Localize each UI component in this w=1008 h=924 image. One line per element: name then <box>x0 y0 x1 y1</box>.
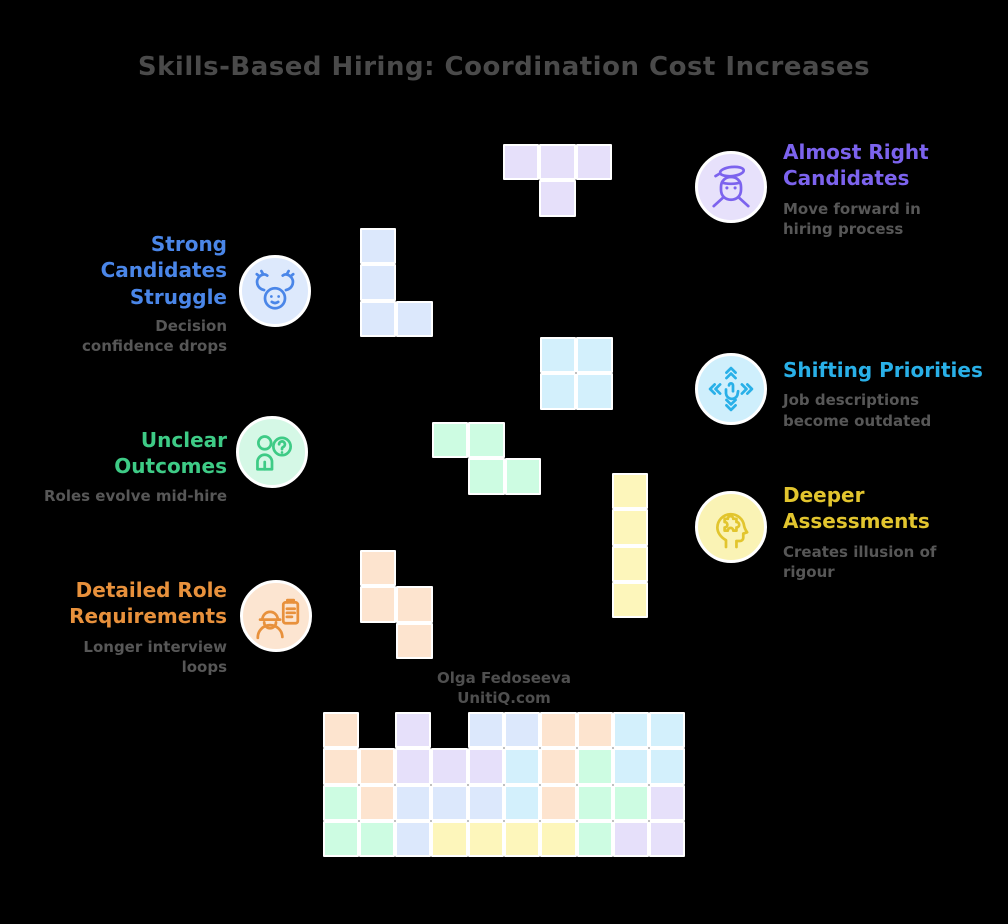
stack-cell <box>612 820 650 858</box>
stack-cell <box>504 820 541 858</box>
tetromino-cell <box>576 337 613 374</box>
person-question-icon <box>236 416 308 488</box>
tetromino-cell <box>540 373 577 410</box>
stack-cell <box>322 748 359 785</box>
stack-cell <box>395 784 432 821</box>
stack-cell <box>540 820 577 858</box>
stack-cell <box>322 820 359 858</box>
attribution: Olga Fedoseeva UnitiQ.com <box>0 668 1008 709</box>
stack-cell <box>504 748 541 785</box>
tetromino-cell <box>539 144 576 181</box>
stack-cell <box>649 784 686 821</box>
attribution-site: UnitiQ.com <box>457 689 551 708</box>
stack-cell <box>540 748 577 785</box>
tetromino-cell <box>360 264 397 301</box>
label-subtext: Job descriptions become outdated <box>783 391 932 430</box>
tetromino-cell <box>612 473 649 510</box>
stack-cell <box>649 820 686 858</box>
stack-cell <box>467 820 504 858</box>
label-heading: Deeper Assessments <box>783 483 930 534</box>
label-subtext: Move forward in hiring process <box>783 199 921 239</box>
stack-cell <box>576 820 613 858</box>
tetromino-cell <box>612 545 649 582</box>
label-subtext: Decision confidence drops <box>82 317 227 356</box>
stack-cell <box>612 712 650 749</box>
tetromino-cell <box>612 509 649 546</box>
label-heading: Unclear Outcomes <box>114 428 227 479</box>
tetromino-cell <box>396 622 433 659</box>
stack-cell <box>649 748 686 785</box>
stack-cell <box>395 712 432 749</box>
stack-cell <box>467 712 504 749</box>
tetromino-cell <box>503 144 540 181</box>
tetromino-cell <box>468 458 505 495</box>
tetromino-cell <box>396 300 433 337</box>
tetromino-cell <box>612 581 649 619</box>
tetromino-cell <box>360 550 397 587</box>
stack-cell <box>504 784 541 821</box>
label-heading: Shifting Priorities <box>783 358 983 382</box>
beret-face-icon <box>695 151 767 223</box>
stack-cell <box>322 784 359 821</box>
stack-cell <box>467 784 504 821</box>
label-heading: Strong Candidates Struggle <box>100 232 227 309</box>
hands-face-icon <box>239 255 311 327</box>
stack-cell <box>540 784 577 821</box>
tetromino-cell <box>468 422 505 459</box>
stack-cell <box>431 820 468 858</box>
builder-clipboard-icon <box>240 580 312 652</box>
tetromino-cell <box>360 228 397 265</box>
label-heading: Detailed Role Requirements <box>69 578 227 629</box>
stack-cell <box>431 784 468 821</box>
label-subtext: Roles evolve mid-hire <box>43 486 227 505</box>
stack-cell <box>612 748 650 785</box>
tetromino-cell <box>360 300 397 337</box>
stack-cell <box>358 784 396 821</box>
stack-cell <box>358 748 396 785</box>
tetromino-cell <box>396 586 433 623</box>
attribution-author: Olga Fedoseeva <box>436 669 571 687</box>
stack-cell <box>612 784 650 821</box>
label-subtext: Creates illusion of rigour <box>783 542 937 582</box>
tetromino-cell <box>432 422 469 459</box>
stack-cell <box>504 712 541 749</box>
tetromino-cell <box>504 458 541 495</box>
tetromino-cell <box>539 180 576 217</box>
page-title: Skills-Based Hiring: Coordination Cost I… <box>137 52 871 82</box>
stack-cell <box>395 748 432 785</box>
label-subtext: Longer interview loops <box>83 637 227 677</box>
stack-cell <box>358 820 396 858</box>
stack-cell <box>649 712 686 749</box>
stack-cell <box>576 784 613 821</box>
stack-cell <box>576 748 613 785</box>
head-puzzle-icon <box>695 491 767 563</box>
stack-cell <box>467 748 504 785</box>
tetromino-cell <box>540 337 577 374</box>
stack-cell <box>540 712 577 749</box>
stack-cell <box>576 712 613 749</box>
move-arrows-hand-icon <box>695 353 767 425</box>
tetromino-cell <box>576 373 613 410</box>
stack-cell <box>322 712 359 749</box>
tetromino-cell <box>360 586 397 623</box>
tetromino-cell <box>575 144 612 181</box>
stack-cell <box>431 748 468 785</box>
stack-cell <box>395 820 432 858</box>
label-heading: Almost Right Candidates <box>783 140 929 191</box>
